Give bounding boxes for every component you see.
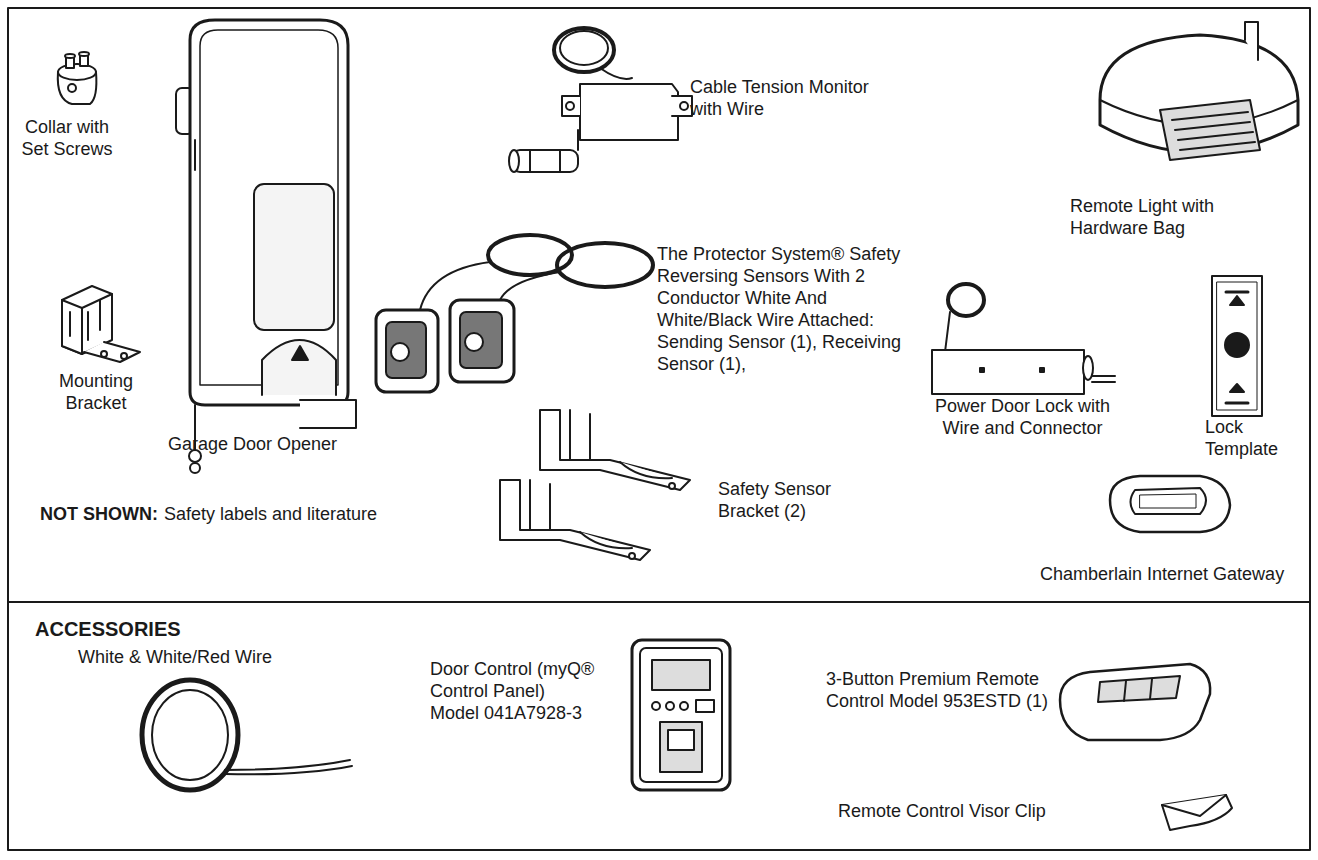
mounting-bracket-drawing	[62, 286, 140, 362]
frame	[8, 8, 1310, 850]
part-label: Collar with Set Screws	[12, 116, 122, 160]
accessory-label: White & White/Red Wire	[78, 646, 308, 668]
section-heading: ACCESSORIES	[35, 618, 235, 640]
power-lock-drawing	[932, 284, 1115, 394]
opener-drawing	[176, 20, 356, 473]
visor-clip-drawing	[1162, 795, 1232, 830]
part-label: Power Door Lock with Wire and Connector	[915, 395, 1130, 439]
part-label: The Protector System® Safety Reversing S…	[657, 243, 912, 375]
part-label: Remote Light with Hardware Bag	[1070, 195, 1245, 239]
note-heading: NOT SHOWN:	[40, 503, 158, 525]
lock-template-drawing	[1212, 276, 1262, 416]
tension-monitor-drawing	[509, 28, 692, 172]
part-label: Lock Template	[1205, 416, 1295, 460]
note-text: Safety labels and literature	[164, 503, 464, 525]
remote-light-drawing	[1100, 22, 1298, 160]
sensor-brackets-drawing	[500, 410, 690, 560]
safety-sensors-drawing	[376, 235, 653, 392]
part-label: Garage Door Opener	[168, 433, 398, 455]
collar-drawing	[58, 52, 97, 104]
part-label: Chamberlain Internet Gateway	[1040, 563, 1310, 585]
accessory-label: Door Control (myQ® Control Panel) Model …	[430, 658, 595, 724]
divider	[8, 601, 1310, 603]
accessory-label: Remote Control Visor Clip	[838, 800, 1088, 822]
part-label: Safety Sensor Bracket (2)	[718, 478, 848, 522]
wire-coil-drawing	[142, 680, 352, 790]
remote-drawing	[1060, 664, 1210, 740]
part-label: Mounting Bracket	[48, 370, 144, 414]
door-control-drawing	[632, 640, 730, 790]
part-label: Cable Tension Monitor with Wire	[690, 76, 895, 120]
gateway-drawing	[1110, 476, 1230, 532]
accessory-label: 3-Button Premium Remote Control Model 95…	[826, 668, 1051, 712]
